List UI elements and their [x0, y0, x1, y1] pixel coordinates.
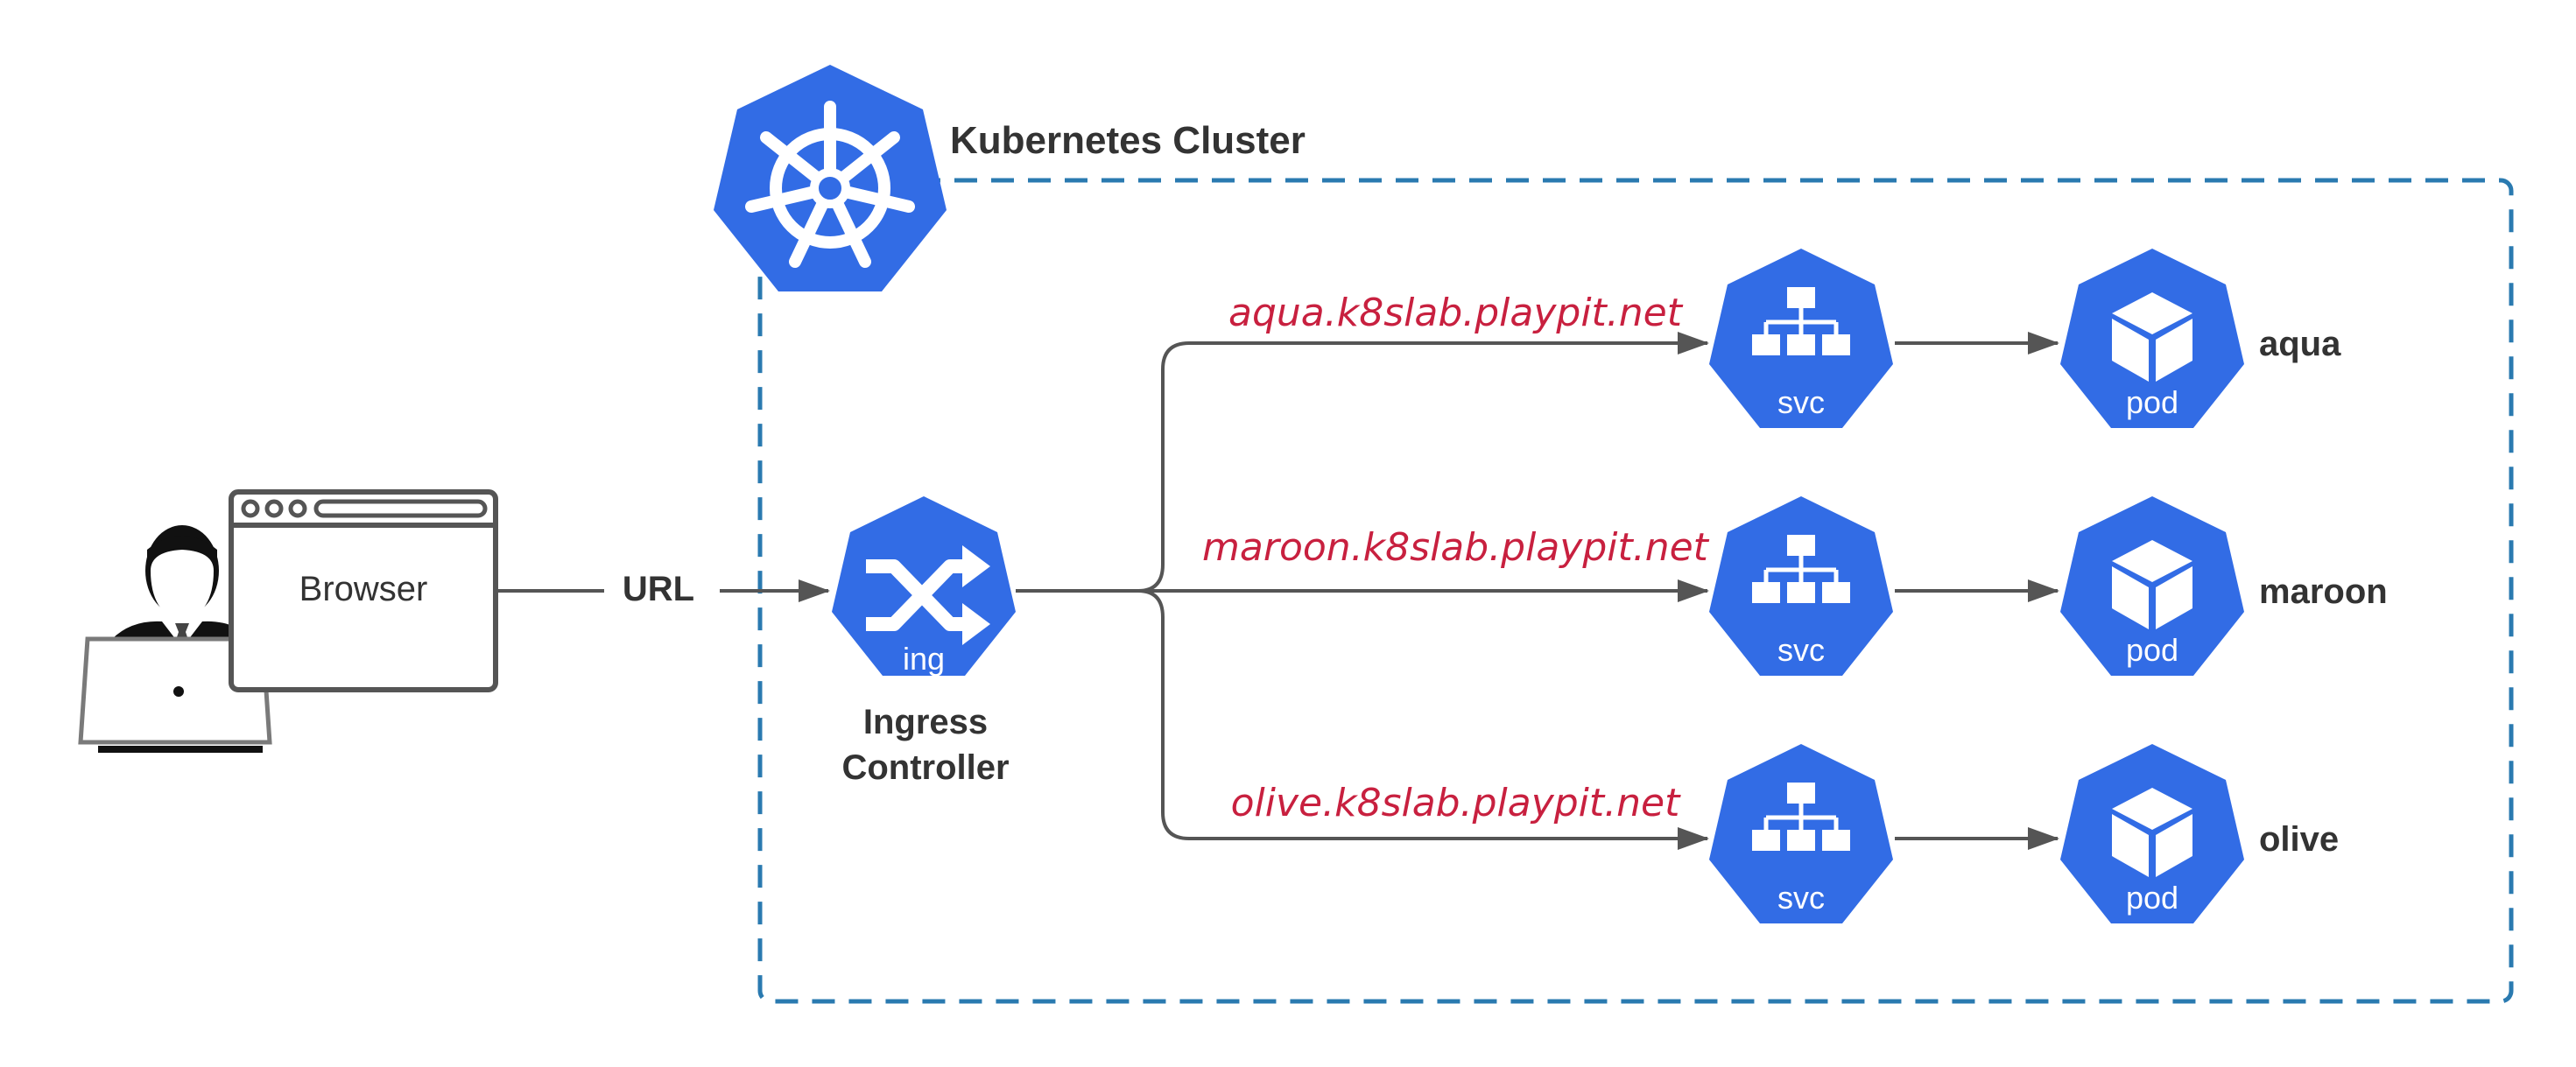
network-tree-icon — [1752, 535, 1850, 603]
route-host-aqua: aqua.k8slab.playpit.net — [1228, 291, 1684, 335]
svc-label: svc — [1777, 880, 1825, 916]
route-name: maroon — [2259, 572, 2388, 611]
route-row-maroon: svc pod maroon — [1709, 496, 2388, 676]
network-tree-icon — [1752, 783, 1850, 851]
route-connector-olive — [1016, 589, 1709, 850]
kubernetes-helm-wheel-icon — [714, 65, 947, 291]
route-row-aqua: svc pod aqua — [1709, 249, 2341, 428]
ingress-node: ing — [832, 496, 1016, 677]
pod-node: pod — [2060, 249, 2244, 428]
pod-label: pod — [2126, 632, 2178, 668]
svc-label: svc — [1777, 632, 1825, 668]
route-host-maroon: maroon.k8slab.playpit.net — [1202, 525, 1710, 570]
shuffle-arrows-icon — [866, 559, 968, 631]
cube-icon — [2112, 540, 2192, 629]
network-tree-icon — [1752, 287, 1850, 355]
cube-icon — [2112, 788, 2192, 877]
pod-node: pod — [2060, 744, 2244, 923]
route-name: aqua — [2259, 325, 2341, 363]
svc-node: svc — [1709, 744, 1893, 923]
browser-window-icon — [229, 489, 498, 692]
user-with-laptop-icon — [78, 525, 272, 753]
svc-node: svc — [1709, 496, 1893, 676]
ingress-name-line1: Ingress — [863, 703, 988, 741]
pod-node: pod — [2060, 496, 2244, 676]
svc-node: svc — [1709, 249, 1893, 428]
pod-label: pod — [2126, 384, 2178, 420]
ingress-name-line2: Controller — [841, 748, 1009, 787]
route-name: olive — [2259, 820, 2339, 859]
svc-label: svc — [1777, 384, 1825, 420]
ingress-icon-label: ing — [903, 641, 945, 677]
cluster-title: Kubernetes Cluster — [950, 119, 1306, 162]
route-connectors — [1016, 332, 1709, 850]
route-host-olive: olive.k8slab.playpit.net — [1231, 781, 1681, 825]
route-row-olive: svc pod olive — [1709, 744, 2339, 923]
pod-label: pod — [2126, 880, 2178, 916]
url-label: URL — [623, 570, 694, 608]
browser-label: Browser — [299, 570, 428, 608]
cube-icon — [2112, 292, 2192, 382]
